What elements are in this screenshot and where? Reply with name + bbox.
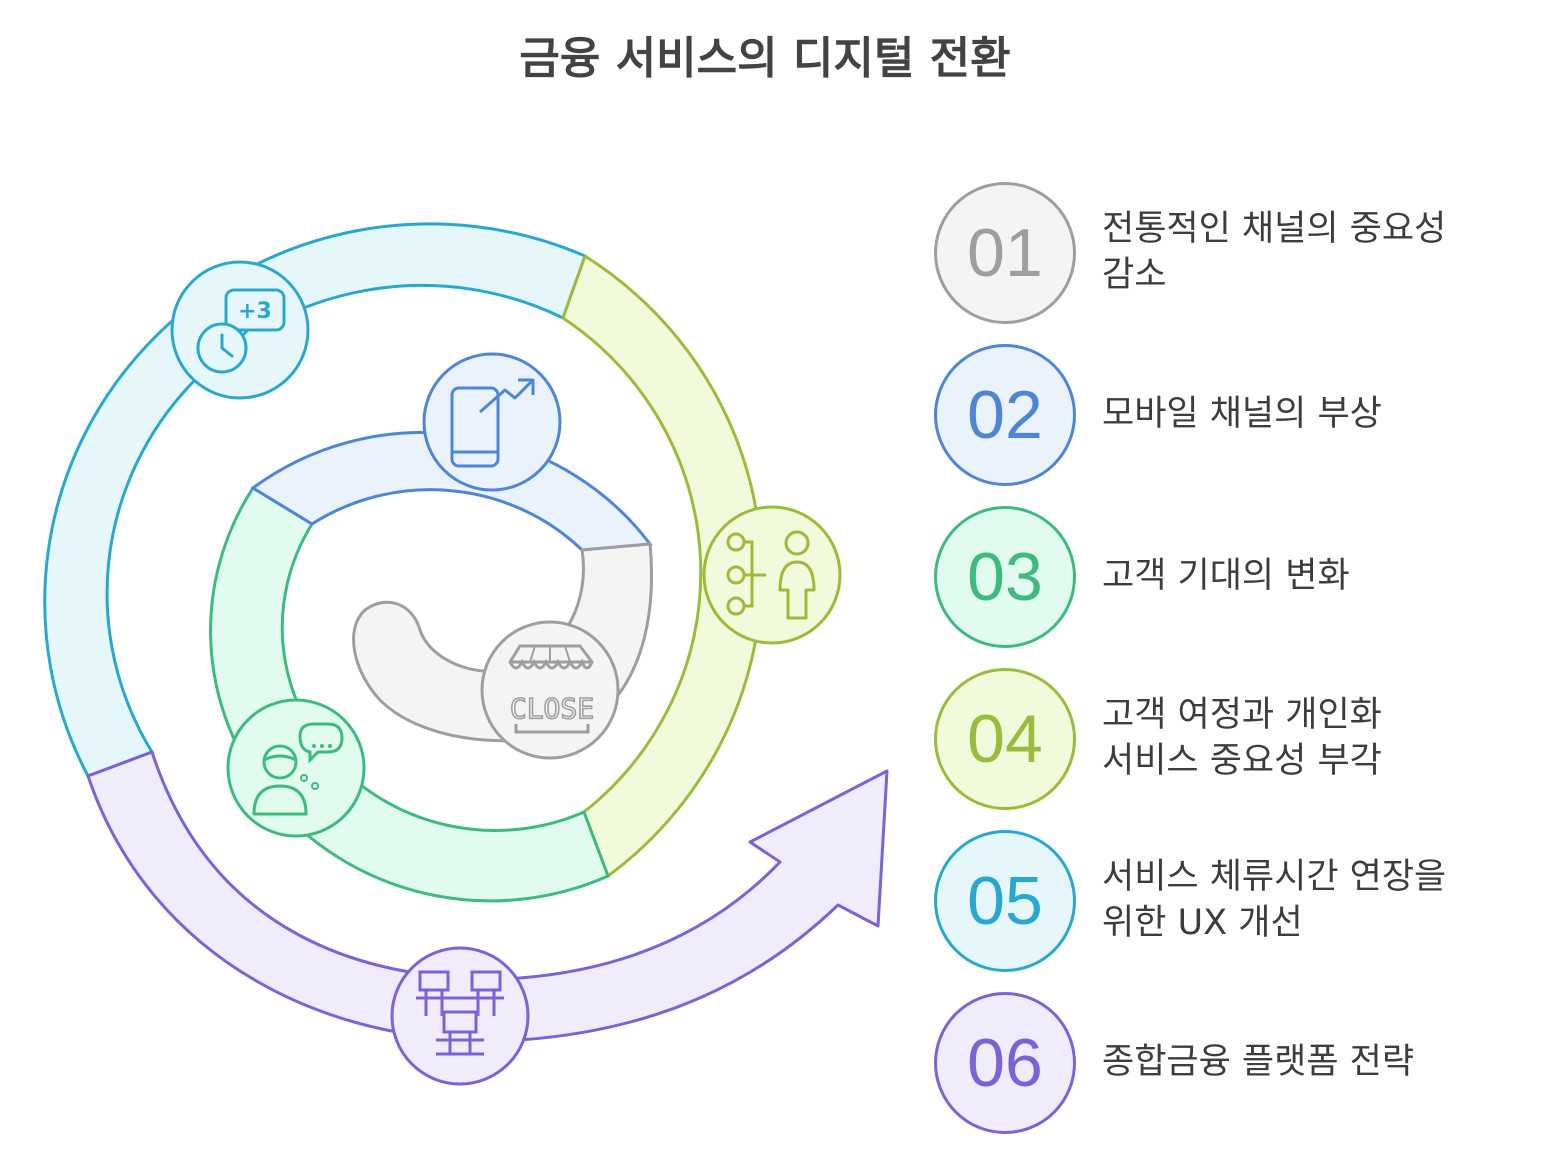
step-label-line: 서비스 중요성 부각 <box>1102 741 1382 781</box>
customer-journey-icon <box>702 505 842 645</box>
step-label-line: 감소 <box>1102 255 1167 295</box>
platform-network-icon <box>390 946 530 1086</box>
step-number-badge: 05 <box>934 830 1076 972</box>
step-label-line: 종합금융 플랫폼 전략 <box>1102 1042 1415 1082</box>
step-label: 종합금융 플랫폼 전략 <box>1102 992 1502 1132</box>
step-number-badge: 03 <box>934 506 1076 648</box>
step-label: 고객 기대의 변화 <box>1102 506 1502 646</box>
step-02: 02 모바일 채널의 부상 <box>934 344 1534 486</box>
page-title: 금융 서비스의 디지털 전환 <box>519 33 1011 84</box>
step-label-line: 서비스 체류시간 연장을 <box>1102 857 1447 897</box>
ring-segment-06-arrow <box>86 750 889 1043</box>
clock-badge-text: +3 <box>238 299 272 324</box>
step-05: 05 서비스 체류시간 연장을 위한 UX 개선 <box>934 830 1534 972</box>
step-label: 모바일 채널의 부상 <box>1102 344 1502 484</box>
store-sign-text: CLOSE <box>510 692 594 725</box>
ring-segment-02 <box>250 430 653 552</box>
step-06: 06 종합금융 플랫폼 전략 <box>934 992 1534 1134</box>
step-label-line: 모바일 채널의 부상 <box>1102 394 1382 434</box>
mobile-growth-icon <box>422 352 562 492</box>
ring-segment-04 <box>561 253 764 879</box>
step-04: 04 고객 여정과 개인화 서비스 중요성 부각 <box>934 668 1534 810</box>
step-03: 03 고객 기대의 변화 <box>934 506 1534 648</box>
step-label-line: 고객 여정과 개인화 <box>1102 695 1382 735</box>
step-label-line: 전통적인 채널의 중요성 <box>1102 209 1447 249</box>
step-number-badge: 01 <box>934 182 1076 324</box>
closed-store-icon: CLOSE <box>480 620 620 760</box>
step-label: 전통적인 채널의 중요성 감소 <box>1102 182 1502 322</box>
step-number-badge: 04 <box>934 668 1076 810</box>
time-extension-icon: +3 <box>170 260 310 400</box>
step-number-badge: 02 <box>934 344 1076 486</box>
customer-thinking-icon <box>226 698 366 838</box>
step-label: 서비스 체류시간 연장을 위한 UX 개선 <box>1102 830 1502 970</box>
step-number-badge: 06 <box>934 992 1076 1134</box>
spiral-diagram: +3 CLOSE <box>43 222 889 1086</box>
step-label-line: 위한 UX 개선 <box>1102 903 1303 943</box>
step-label-line: 고객 기대의 변화 <box>1102 556 1350 596</box>
step-01: 01 전통적인 채널의 중요성 감소 <box>934 182 1534 324</box>
step-label: 고객 여정과 개인화 서비스 중요성 부각 <box>1102 668 1502 808</box>
